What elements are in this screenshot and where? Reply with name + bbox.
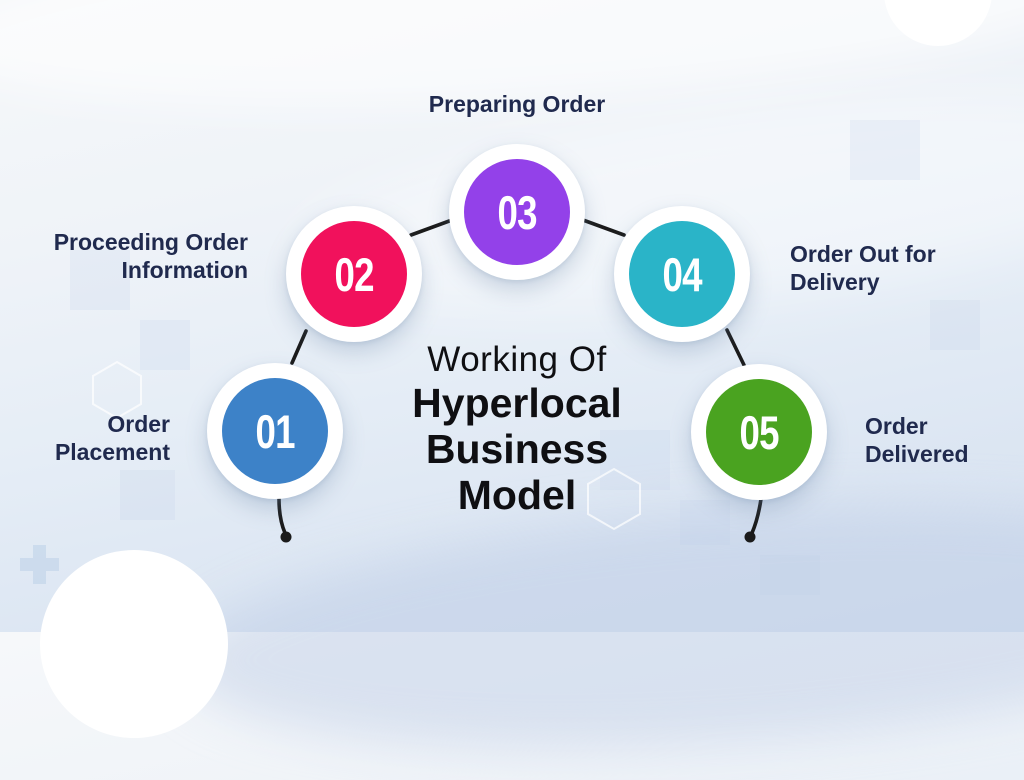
- step-bubble-05: 05: [706, 379, 812, 485]
- step-circle-03: 03: [449, 144, 585, 280]
- plus-decoration: [20, 545, 59, 584]
- step-ring-05: 05: [691, 364, 827, 500]
- step-circle-01: 01: [207, 363, 343, 499]
- step-bubble-01: 01: [222, 378, 328, 484]
- step-number-01: 01: [255, 404, 295, 458]
- deco-circle-bottom-left: [40, 550, 228, 738]
- main-title-line: Hyperlocal: [412, 380, 622, 426]
- step-ring-03: 03: [449, 144, 585, 280]
- step-circle-04: 04: [614, 206, 750, 342]
- connector-tail-end: [750, 497, 763, 535]
- step-label-line: Information: [121, 257, 249, 283]
- step-label-preparing-order: Preparing Order: [429, 90, 605, 118]
- step-label-order-delivered: Order Delivered: [865, 412, 969, 468]
- step-bubble-04: 04: [629, 221, 735, 327]
- step-ring-01: 01: [207, 363, 343, 499]
- step-label-line: Delivered: [865, 441, 969, 467]
- main-title-line: Business: [425, 426, 609, 472]
- step-label-line: Proceeding Order: [53, 229, 248, 255]
- step-label-order-placement: Order Placement: [55, 410, 170, 466]
- step-bubble-02: 02: [301, 221, 407, 327]
- path-end-dot-end: [744, 531, 756, 543]
- step-number-04: 04: [662, 247, 702, 301]
- step-circle-05: 05: [691, 364, 827, 500]
- main-title-prefix: Working Of: [427, 340, 607, 379]
- step-number-05: 05: [739, 405, 779, 459]
- infographic-canvas: 01 02 03 04 05 Order: [20, 0, 1024, 780]
- step-label-line: Preparing Order: [428, 91, 606, 117]
- step-circle-02: 02: [286, 206, 422, 342]
- step-bubble-03: 03: [464, 159, 570, 265]
- step-label-line: Order Out for: [790, 241, 936, 267]
- step-label-order-out-for-delivery: Order Out for Delivery: [790, 240, 936, 296]
- background-wave-bottom: [173, 473, 1024, 780]
- step-label-proceeding-order-information: Proceeding Order Information: [54, 228, 248, 284]
- step-ring-04: 04: [614, 206, 750, 342]
- step-ring-02: 02: [286, 206, 422, 342]
- step-number-03: 03: [497, 185, 537, 239]
- step-label-line: Order: [865, 413, 928, 439]
- main-title: Working Of Hyperlocal Business Model: [412, 340, 622, 518]
- main-title-line: Model: [457, 472, 577, 518]
- step-label-line: Delivery: [790, 269, 880, 295]
- step-label-line: Placement: [54, 439, 170, 465]
- connector-tail-start: [277, 497, 287, 535]
- step-label-line: Order: [107, 411, 170, 437]
- deco-circle-top-right: [884, 0, 992, 46]
- step-number-02: 02: [334, 247, 374, 301]
- path-end-dot-start: [280, 531, 292, 543]
